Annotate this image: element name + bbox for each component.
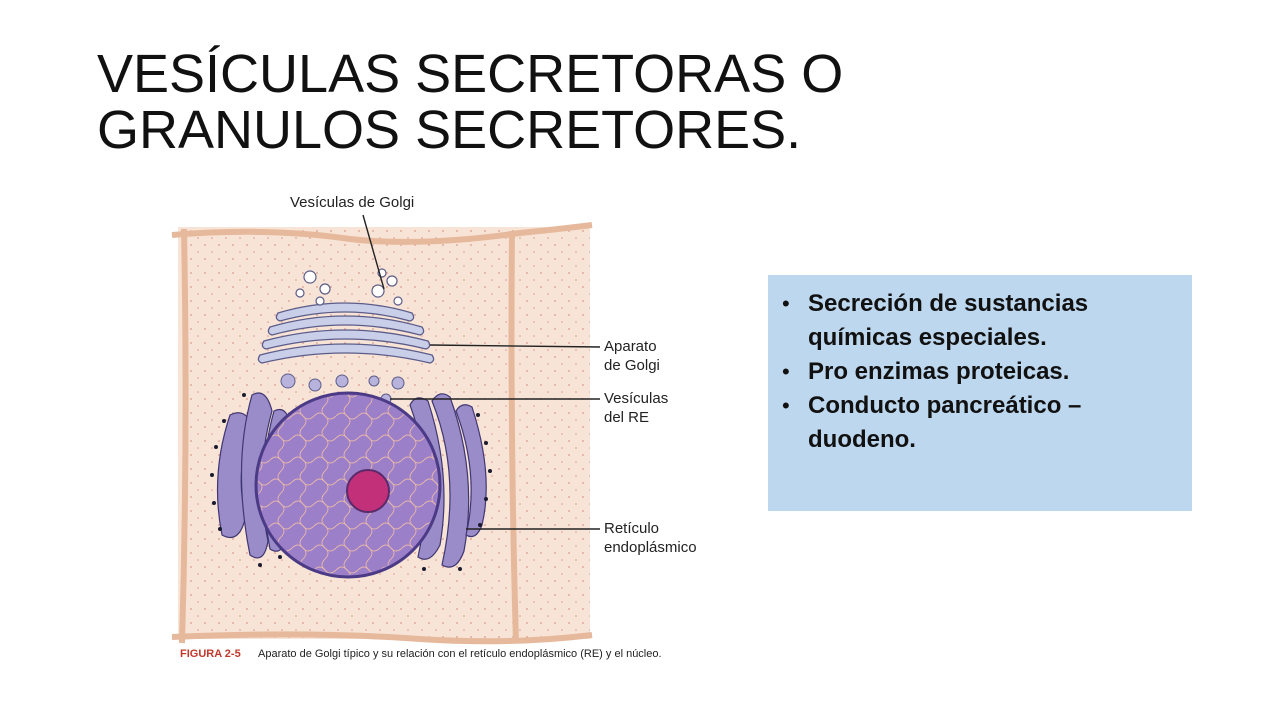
caption-number: FIGURA 2-5 xyxy=(180,648,241,660)
golgi-apparatus xyxy=(257,268,435,364)
label-er-2: endoplásmico xyxy=(604,539,697,556)
slide-title: VESÍCULAS SECRETORAS O GRANULOS SECRETOR… xyxy=(97,46,1097,158)
info-item: • Conducto pancreático – duodeno. xyxy=(778,389,1182,457)
info-item-text: Conducto pancreático – duodeno. xyxy=(808,392,1082,453)
leader-lines xyxy=(362,214,601,530)
info-item-text: Pro enzimas proteicas. xyxy=(808,358,1070,385)
nucleus xyxy=(254,391,442,579)
label-golgi-apparatus-1: Aparato xyxy=(604,338,657,355)
info-item: • Secreción de sustancias químicas espec… xyxy=(778,287,1182,355)
label-golgi-vesicles: Vesículas de Golgi xyxy=(290,194,414,211)
slide-title-line-2: GRANULOS SECRETORES. xyxy=(97,100,802,160)
label-golgi-apparatus-2: de Golgi xyxy=(604,357,660,374)
caption-text: Aparato de Golgi típico y su relación co… xyxy=(258,648,662,660)
ribosomes xyxy=(210,393,492,571)
bullet-dot-icon: • xyxy=(782,393,790,418)
info-item: • Pro enzimas proteicas. xyxy=(778,355,1182,389)
label-er-vesicles-2: del RE xyxy=(604,409,649,426)
golgi-figure: Vesículas de Golgi Aparato de Golgi Vesí… xyxy=(160,185,740,665)
info-box: • Secreción de sustancias químicas espec… xyxy=(768,275,1192,511)
bullet-dot-icon: • xyxy=(782,291,790,316)
info-item-text: Secreción de sustancias químicas especia… xyxy=(808,290,1089,351)
info-list: • Secreción de sustancias químicas espec… xyxy=(778,287,1182,457)
bullet-dot-icon: • xyxy=(782,359,790,384)
slide-title-line-1: VESÍCULAS SECRETORAS O xyxy=(97,44,844,104)
label-er-1: Retículo xyxy=(604,520,659,537)
label-er-vesicles-1: Vesículas xyxy=(604,390,668,407)
